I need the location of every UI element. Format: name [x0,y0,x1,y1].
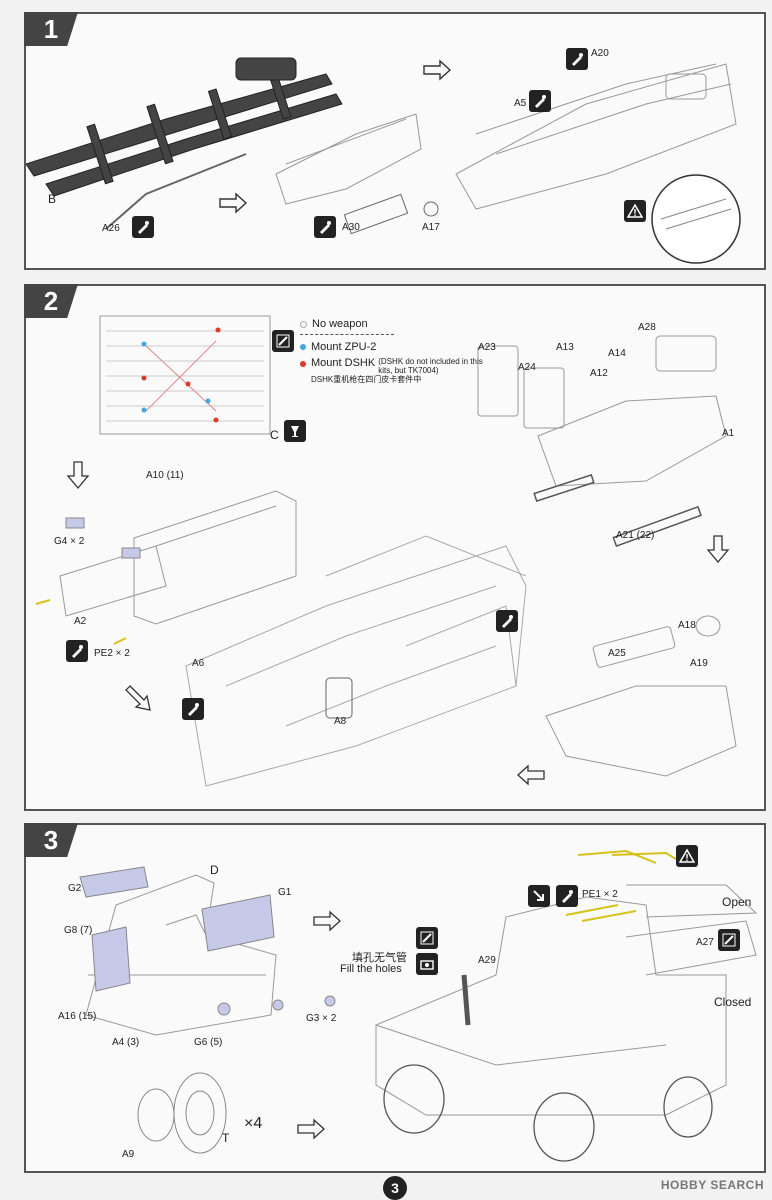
label-PE1: PE1 × 2 [582,889,618,900]
legend-dshk: Mount DSHK [311,357,376,369]
label-A13: A13 [556,342,574,353]
label-B: B [48,192,57,206]
zpu-dot [300,344,306,350]
label-A14: A14 [608,348,626,359]
step-1-panel: 1 [24,12,766,270]
label-A24: A24 [518,362,536,373]
label-A8: A8 [334,716,347,727]
warning-icon [624,200,646,222]
fill-hole-icon [416,953,438,975]
label-G8: G8 (7) [64,925,93,936]
label-PE2: PE2 × 2 [94,648,130,659]
glue-icon [314,216,336,238]
label-A21: A21 (22) [616,530,655,541]
label-A19: A19 [690,658,708,669]
step-3-drawing [79,849,758,1162]
warning-icon [676,845,698,867]
glue-icon [66,640,88,662]
label-A2: A2 [74,616,87,627]
label-G6: G6 (5) [194,1037,223,1048]
step-2-drawing [35,315,737,787]
label-C: C [270,428,279,442]
label-G3: G3 × 2 [306,1013,337,1024]
label-closed: Closed [714,995,752,1009]
label-A6: A6 [192,658,205,669]
page-number: 3 [383,1176,407,1200]
fill-holes: Fill the holes [340,963,402,975]
fill-holes-cn: 填孔无气管 [352,952,407,964]
label-G1: G1 [278,887,292,898]
glue-icon [566,48,588,70]
label-A27: A27 [696,937,714,948]
label-A12: A12 [590,368,608,379]
label-G4: G4 × 2 [54,536,85,547]
label-A9: A9 [122,1149,135,1160]
label-A28: A28 [638,322,656,333]
label-A16: A16 (15) [58,1011,97,1022]
label-A5: A5 [514,98,527,109]
selection-icon [272,330,294,352]
selection-icon [416,927,438,949]
paint-cup-icon [284,420,306,442]
legend-dshk-note: (DSHK do not included in this kits, but … [378,357,483,375]
label-A23: A23 [478,342,496,353]
bend-icon [528,885,550,907]
label-A26: A26 [102,223,120,234]
glue-icon [132,216,154,238]
step-3-panel: 3 [24,823,766,1173]
legend-zpu: Mount ZPU-2 [311,341,377,353]
step-2-panel: 2 [24,284,766,811]
step-1-drawing [26,57,741,264]
glue-icon [529,90,551,112]
label-A20: A20 [591,48,609,59]
label-D: D [210,863,219,877]
label-open: Open [722,895,752,909]
label-A4: A4 (3) [112,1037,140,1048]
no-weapon-dot [300,320,307,328]
label-A30: A30 [342,222,360,233]
label-A17: A17 [422,222,440,233]
selection-icon [718,929,740,951]
glue-icon [496,610,518,632]
watermark: HOBBY SEARCH [660,1178,764,1192]
legend-divider [300,334,394,335]
step-number: 1 [24,12,78,46]
glue-icon [182,698,204,720]
label-T: T [222,1131,230,1145]
label-A10: A10 (11) [146,470,184,481]
label-A25: A25 [608,648,626,659]
label-A1: A1 [722,428,735,439]
weapon-legend: No weapon Mount ZPU-2 Mount DSHK (DSHK d… [300,318,488,388]
legend-dshk-cn: DSHK重机枪在四门皮卡套件中 [311,375,422,384]
step-number: 3 [24,823,78,857]
label-A18: A18 [678,620,696,631]
label-G2: G2 [68,883,82,894]
legend-no-weapon: No weapon [312,318,368,330]
label-A29: A29 [478,955,496,966]
glue-icon [556,885,578,907]
label-x4: ×4 [244,1115,263,1132]
dshk-dot [300,361,306,367]
